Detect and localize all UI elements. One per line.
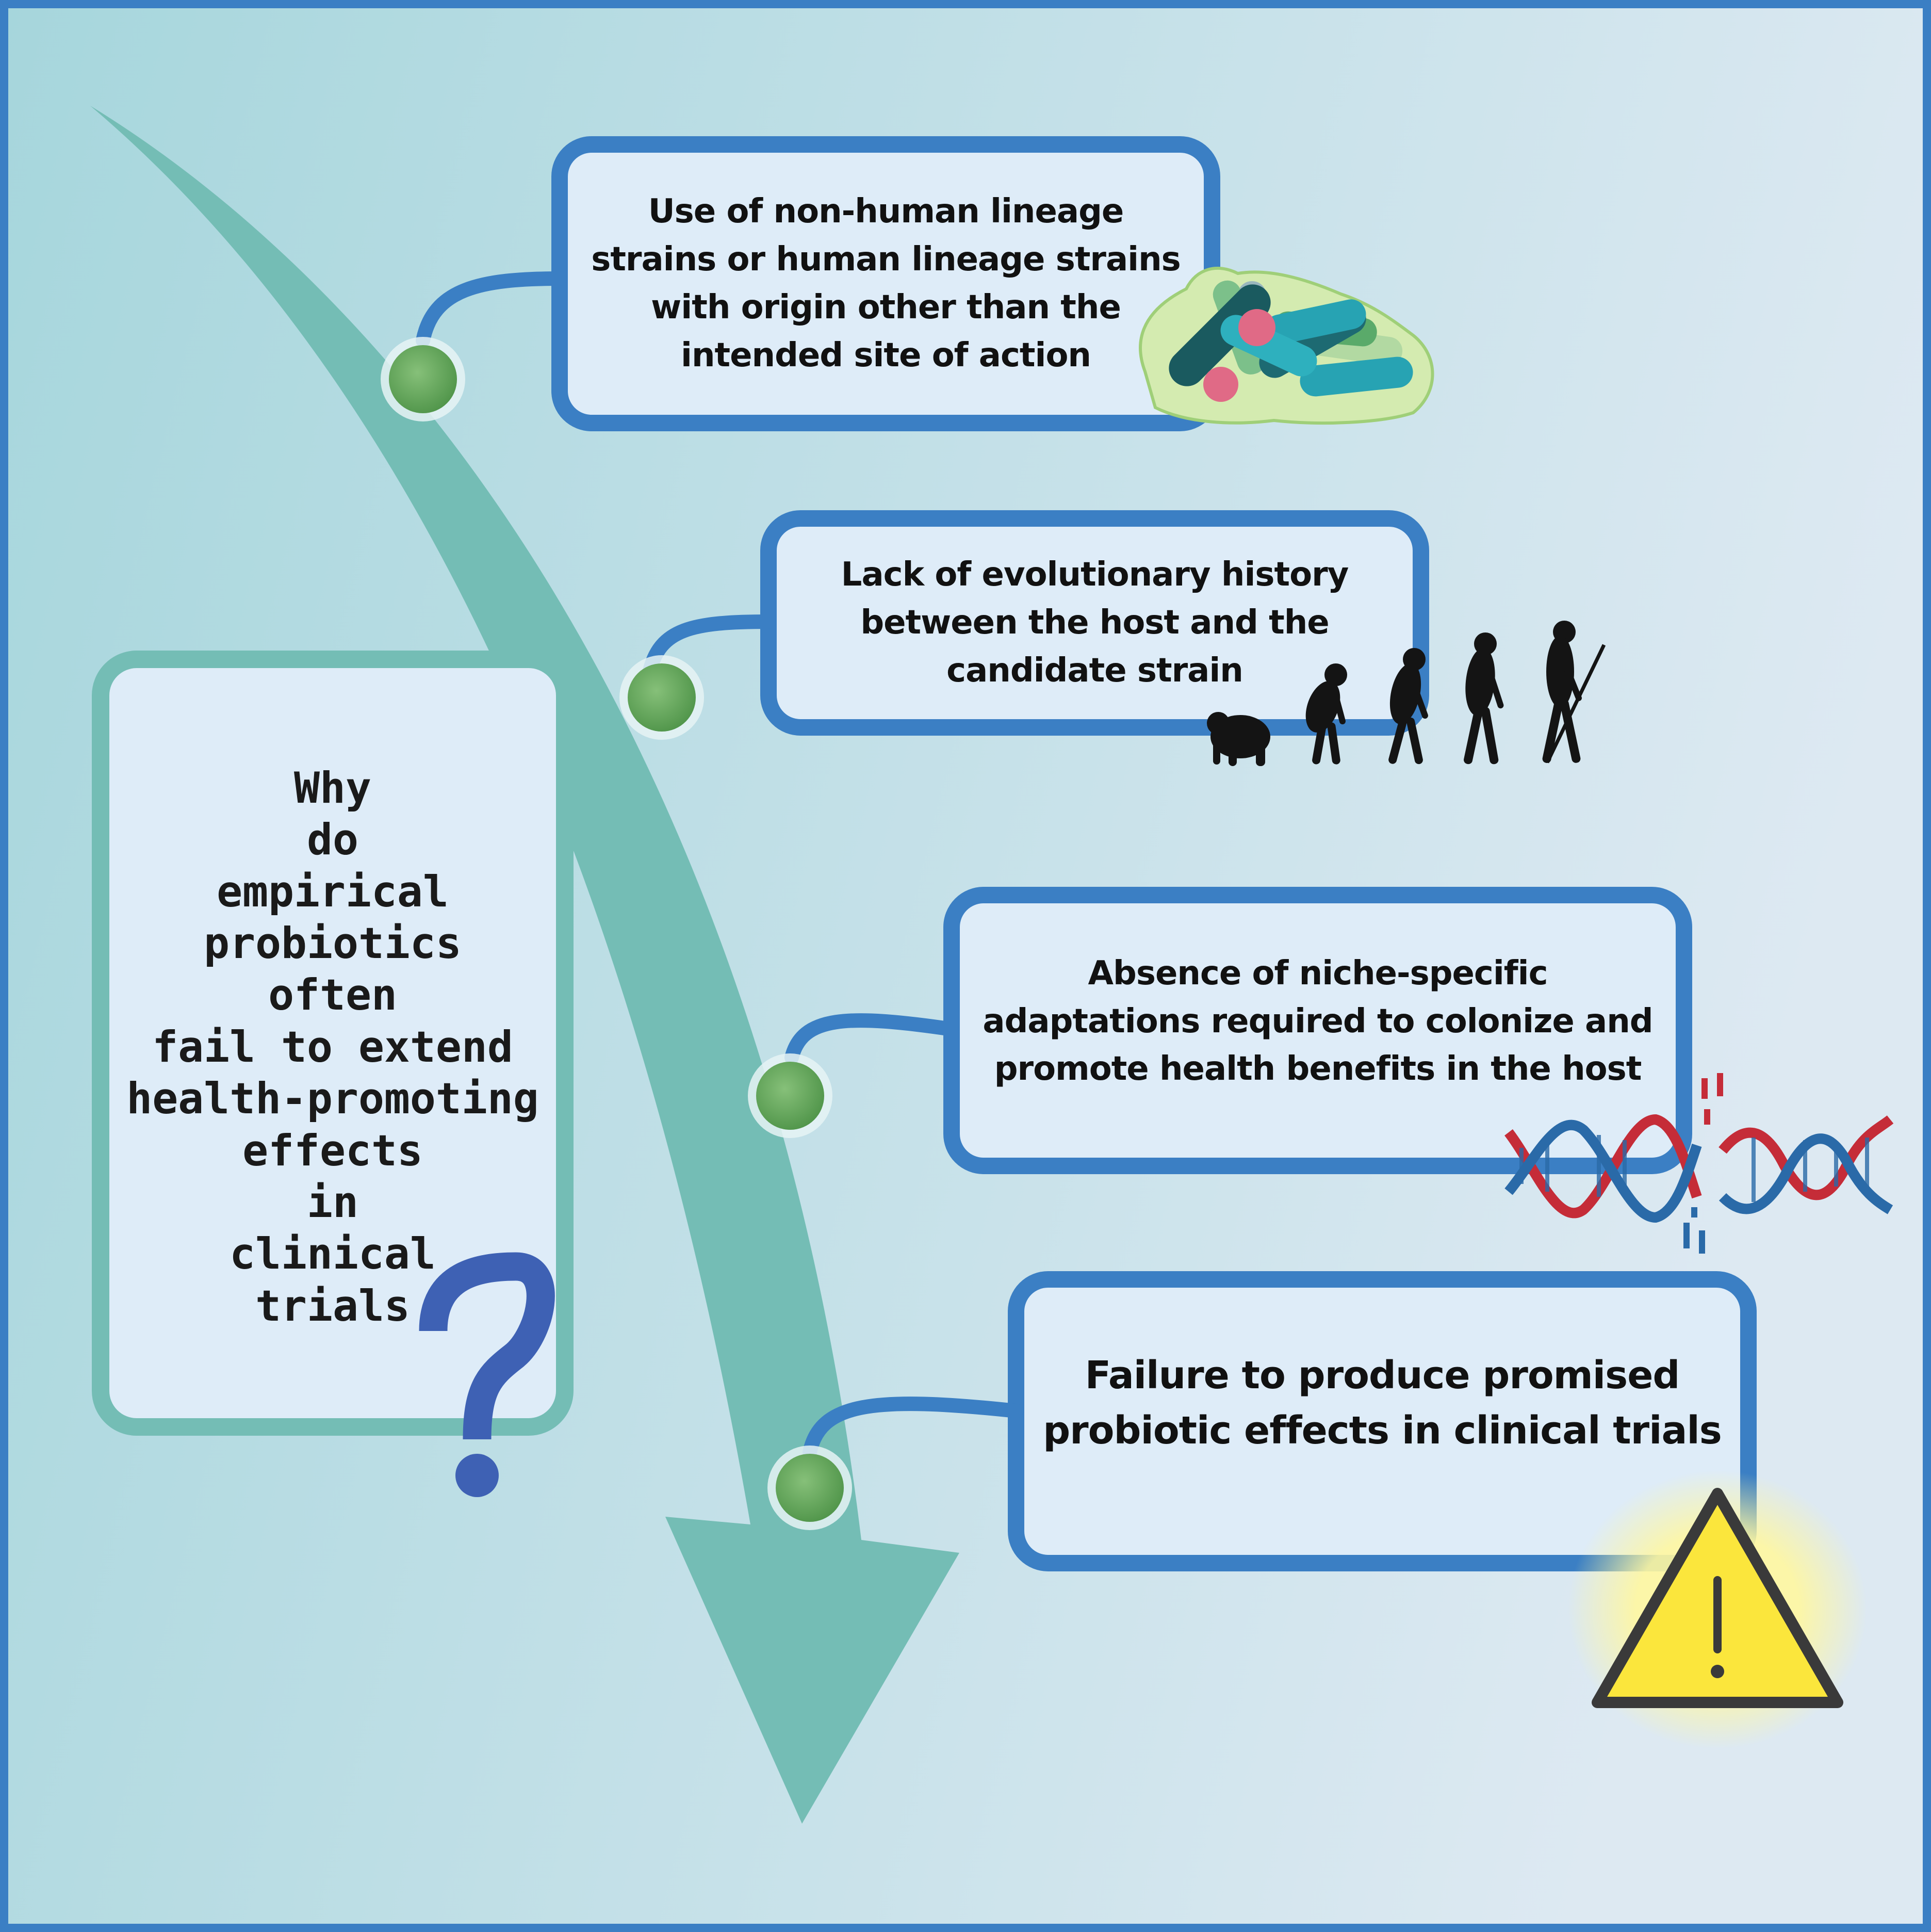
step-text-3: Absence of niche-specific adaptations re… — [970, 923, 1666, 1119]
question-panel — [92, 651, 574, 1436]
step-line: between the host and the — [860, 604, 1329, 642]
question-line: empirical — [217, 866, 449, 917]
step-line: candidate strain — [946, 651, 1243, 690]
question-line: Why — [294, 762, 371, 813]
flow-arrow — [90, 106, 959, 1824]
question-line: effects — [242, 1125, 423, 1176]
step-node-3 — [748, 1053, 832, 1138]
step-line: Failure to produce promised — [1085, 1353, 1680, 1398]
question-line: in — [307, 1177, 358, 1228]
question-line: clinical — [230, 1229, 436, 1279]
question-line: do — [307, 815, 358, 865]
connector-1 — [416, 271, 567, 348]
question-line: often — [268, 970, 397, 1020]
step-line: intended site of action — [681, 336, 1091, 375]
warning-triangle-icon — [1568, 1470, 1867, 1749]
step-text-2: Lack of evolutionary history between the… — [787, 537, 1403, 709]
step-line: strains or human lineage strains — [591, 240, 1181, 279]
step-text-4: Failure to produce promised probiotic ef… — [1034, 1321, 1730, 1486]
question-line: probiotics — [204, 918, 462, 968]
connector-4 — [803, 1397, 1023, 1459]
bacteria-cluster-icon — [1139, 267, 1434, 425]
step-line: Absence of niche-specific — [1088, 954, 1548, 993]
step-line: Use of non-human lineage — [648, 192, 1124, 231]
connector-3 — [784, 1013, 959, 1065]
step-box-4 — [1008, 1271, 1757, 1571]
step-node-2 — [619, 655, 704, 740]
human-evolution-icon — [1207, 621, 1606, 766]
question-mark-icon — [419, 1252, 555, 1497]
question-line: fail to extend — [152, 1021, 513, 1072]
broken-dna-icon — [1504, 1073, 1894, 1254]
step-node-1 — [381, 337, 465, 421]
step-line: adaptations required to colonize and — [983, 1002, 1653, 1041]
question-line: trials — [255, 1280, 410, 1331]
step-line: probiotic effects in clinical trials — [1043, 1408, 1722, 1453]
question-text: Why do empirical probiotics often fail t… — [98, 743, 567, 1352]
step-line: promote health benefits in the host — [994, 1050, 1642, 1089]
step-node-4 — [767, 1446, 852, 1530]
step-text-1: Use of non-human lineage strains or huma… — [578, 165, 1194, 402]
question-line: health-promoting — [126, 1074, 539, 1124]
step-line: Lack of evolutionary history — [841, 556, 1349, 594]
step-line: with origin other than the — [651, 288, 1121, 327]
